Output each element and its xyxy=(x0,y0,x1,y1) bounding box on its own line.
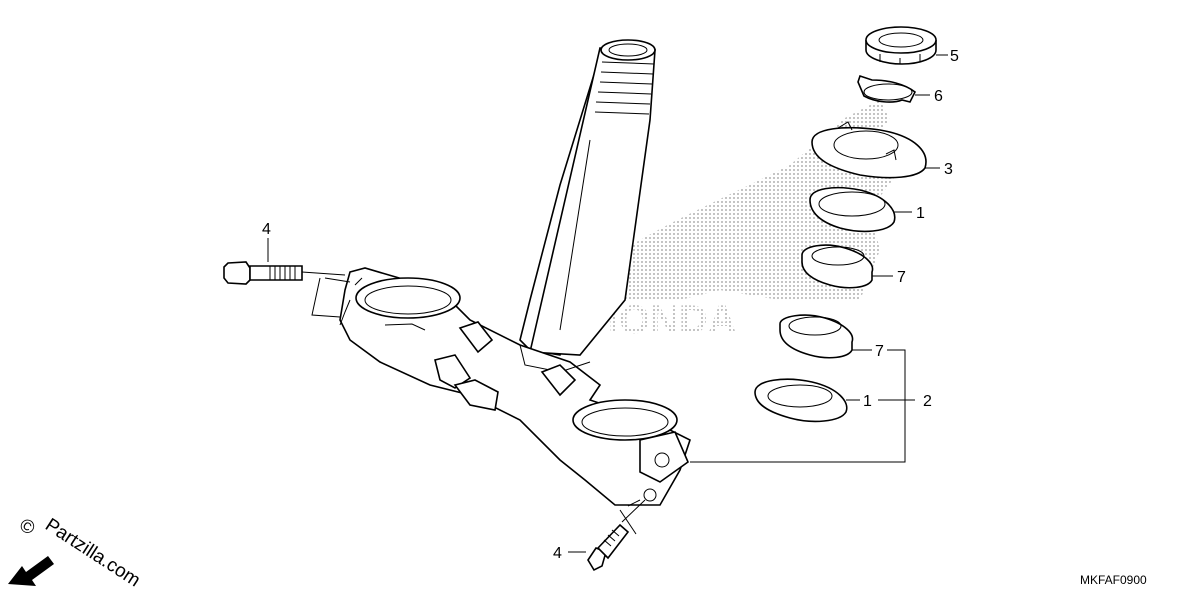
leader-lines xyxy=(267,54,948,553)
callout-bolt-upper: 4 xyxy=(262,221,271,238)
callout-bearing-kit: 2 xyxy=(923,393,932,410)
callout-bolt-lower: 4 xyxy=(553,545,562,562)
lock-washer xyxy=(857,74,917,103)
callout-race-upper: 1 xyxy=(916,205,925,222)
adjusting-nut xyxy=(811,121,927,179)
steering-stem-nut xyxy=(865,26,937,65)
watermark-copyright-symbol: © xyxy=(15,515,38,540)
callout-nut: 5 xyxy=(950,48,959,65)
figure-code: MKFAF0900 xyxy=(1080,573,1147,587)
steering-stem-tube xyxy=(519,39,656,356)
steering-stem-clamp xyxy=(339,267,691,506)
bearing-upper xyxy=(801,244,874,289)
callout-adjusting-nut: 3 xyxy=(944,161,953,178)
pinch-bolt-upper xyxy=(223,261,351,318)
bearing-lower xyxy=(779,314,854,359)
watermark-arrow-icon xyxy=(8,556,54,586)
callout-bearing-upper: 7 xyxy=(897,269,906,286)
bearing-race-upper xyxy=(809,186,896,233)
callout-lock-washer: 6 xyxy=(934,88,943,105)
callout-bearing-lower: 7 xyxy=(875,343,884,360)
bearing-race-lower xyxy=(754,378,848,423)
callout-race-lower: 1 xyxy=(863,393,872,410)
pinch-bolt-lower xyxy=(587,499,646,572)
watermark-text: Partzilla.com xyxy=(41,515,144,592)
partzilla-watermark: © Partzilla.com xyxy=(8,515,144,592)
